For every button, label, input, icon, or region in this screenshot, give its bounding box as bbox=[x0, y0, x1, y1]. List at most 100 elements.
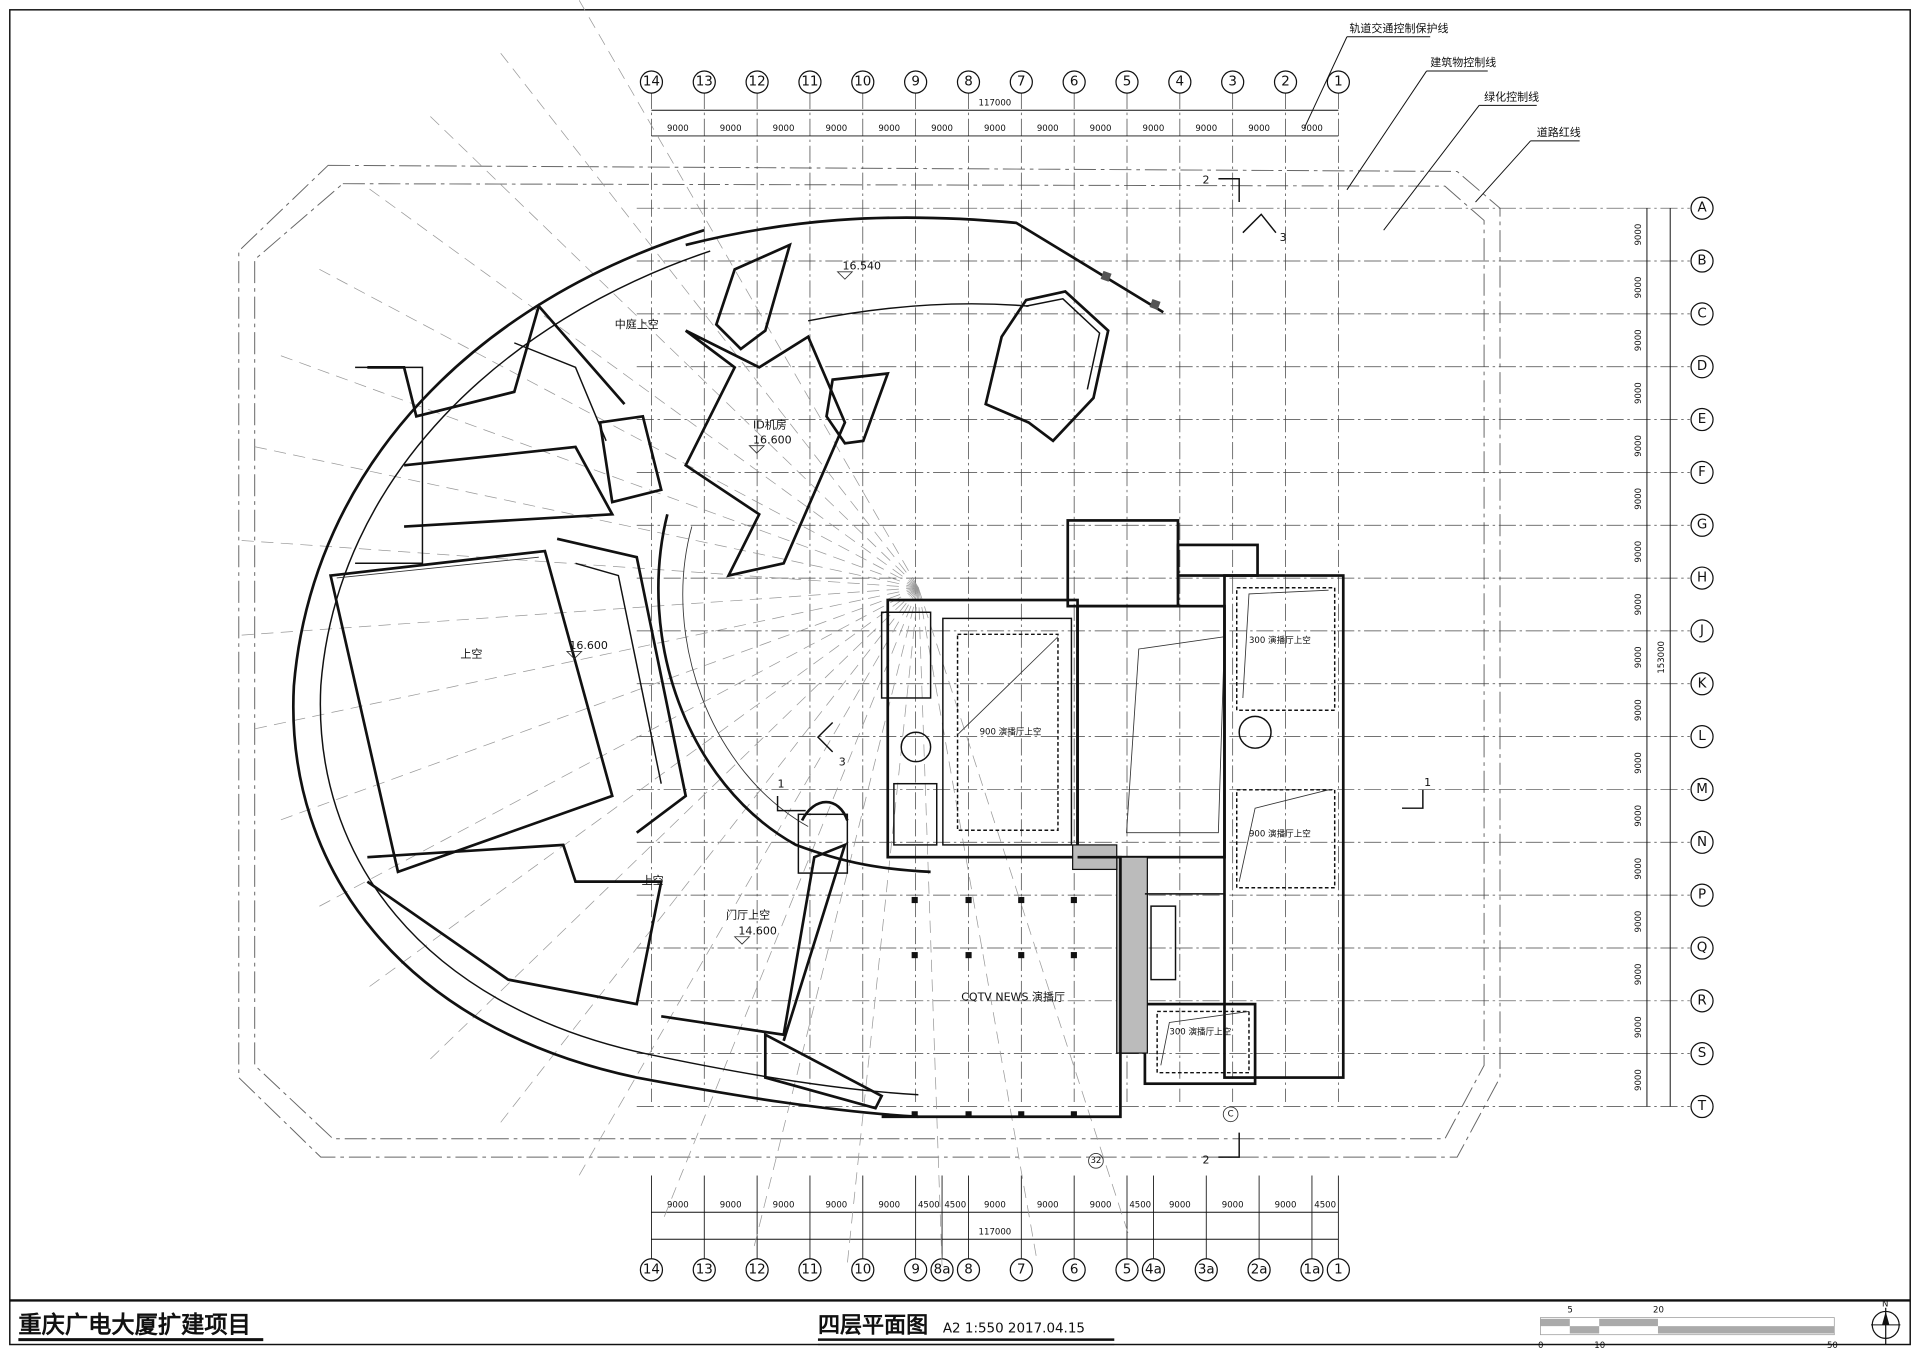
room-label-studio-900-b: 900 演播厅上空 bbox=[1249, 827, 1311, 839]
axis-bubble-row-H bbox=[1690, 566, 1714, 590]
bottom-total-dim: 117000 bbox=[979, 1227, 1012, 1237]
top-span-dim: 9000 bbox=[931, 124, 953, 134]
top-span-dim: 9000 bbox=[878, 124, 900, 134]
bottom-span-dim: 9000 bbox=[1169, 1200, 1191, 1210]
axis-label-col-5: 5 bbox=[1123, 75, 1132, 90]
axis-label-bottom-8: 8 bbox=[964, 1262, 973, 1277]
project-name: 重庆广电大厦扩建项目 bbox=[18, 1311, 251, 1338]
axis-label-col-11: 11 bbox=[801, 75, 818, 90]
axis-label-row-C: C bbox=[1697, 306, 1706, 321]
axis-bubble-bottom-1 bbox=[1326, 1258, 1350, 1282]
room-label-lobby-void: 门厅上空 bbox=[726, 907, 770, 921]
bottom-span-dim: 9000 bbox=[1037, 1200, 1059, 1210]
structural-column bbox=[911, 952, 918, 959]
axis-bubble-bottom-14 bbox=[639, 1258, 664, 1282]
scale-label-10: 10 bbox=[1594, 1341, 1605, 1351]
right-span-dim: 9000 bbox=[1634, 1016, 1644, 1038]
marker-square bbox=[1149, 298, 1161, 310]
bottom-span-dim: 9000 bbox=[773, 1200, 795, 1210]
axis-bubble-row-A bbox=[1690, 196, 1714, 220]
section-marks bbox=[776, 178, 1424, 1158]
level-mark-roof: 16.540 bbox=[842, 259, 881, 272]
top-span-dim: 9000 bbox=[773, 124, 795, 134]
axis-bubble-row-G bbox=[1690, 513, 1714, 537]
marker-square bbox=[1100, 270, 1112, 282]
right-span-dim: 9000 bbox=[1634, 277, 1644, 299]
north-label: N bbox=[1882, 1300, 1888, 1310]
axis-bubble-row-K bbox=[1690, 672, 1714, 696]
radial-guide-line bbox=[918, 587, 943, 1274]
axis-bubble-col-10 bbox=[851, 70, 875, 94]
axis-label-bottom-9: 9 bbox=[911, 1262, 920, 1277]
scale-label-5: 5 bbox=[1567, 1306, 1572, 1316]
radial-guide-line bbox=[273, 352, 919, 589]
axis-bubble-col-4 bbox=[1168, 70, 1192, 94]
right-span-dim: 9000 bbox=[1634, 752, 1644, 774]
axis-bubble-row-L bbox=[1690, 724, 1714, 749]
bottom-span-dim: 9000 bbox=[1222, 1200, 1244, 1210]
room-label-hall-void: 上空 bbox=[460, 647, 482, 661]
detail-mark-c: C bbox=[1228, 1109, 1234, 1119]
structural-column bbox=[965, 1111, 972, 1118]
axis-bubble-row-N bbox=[1690, 830, 1714, 854]
axis-label-bottom-7: 7 bbox=[1017, 1262, 1026, 1277]
axis-label-bottom-13: 13 bbox=[696, 1262, 713, 1277]
radial-guide-line bbox=[846, 587, 919, 1270]
axis-label-col-1: 1 bbox=[1334, 75, 1343, 90]
axis-bubble-row-T bbox=[1690, 1094, 1714, 1119]
bottom-span-dim: 4500 bbox=[1314, 1200, 1336, 1210]
radial-guide-line bbox=[312, 587, 919, 911]
axis-bubble-col-13 bbox=[692, 70, 716, 94]
detail-mark-32-circle bbox=[1088, 1153, 1104, 1169]
bottom-span-dim: 9000 bbox=[1090, 1200, 1112, 1210]
top-span-dim: 9000 bbox=[984, 124, 1006, 134]
room-label-idc: ID机房 bbox=[753, 418, 787, 432]
right-span-dim: 9000 bbox=[1634, 224, 1644, 246]
axis-label-col-10: 10 bbox=[854, 75, 871, 90]
bottom-span-dim: 9000 bbox=[878, 1200, 900, 1210]
level-triangle-icon bbox=[565, 651, 583, 660]
axis-bubble-row-Q bbox=[1690, 936, 1714, 960]
section-mark-2-bottom: 2 bbox=[1202, 1153, 1209, 1166]
axis-label-bottom-11: 11 bbox=[801, 1262, 818, 1277]
bottom-span-dim: 9000 bbox=[825, 1200, 847, 1210]
level-triangle-icon bbox=[748, 445, 766, 454]
axis-label-row-M: M bbox=[1696, 782, 1708, 797]
level-mark-idc: 16.600 bbox=[753, 433, 792, 446]
axis-bubble-bottom-5 bbox=[1115, 1258, 1139, 1282]
top-span-dim: 9000 bbox=[1143, 124, 1165, 134]
top-span-dim: 9000 bbox=[1248, 124, 1270, 134]
axis-label-row-N: N bbox=[1697, 835, 1707, 850]
room-label-atrium-void: 中庭上空 bbox=[615, 317, 659, 331]
axis-label-row-A: A bbox=[1697, 201, 1707, 216]
axis-label-bottom-10: 10 bbox=[854, 1262, 871, 1277]
corridor-strip bbox=[1116, 856, 1148, 1054]
axis-label-row-D: D bbox=[1697, 359, 1707, 374]
axis-bubble-row-J bbox=[1690, 619, 1714, 643]
axis-bubble-bottom-11 bbox=[798, 1258, 822, 1282]
bottom-span-dim: 9000 bbox=[984, 1200, 1006, 1210]
axis-bubble-bottom-3a bbox=[1194, 1258, 1218, 1282]
top-span-dim: 9000 bbox=[1037, 124, 1059, 134]
leader-label-green-control: 绿化控制线 bbox=[1484, 89, 1539, 103]
leader-label-building-control: 建筑物控制线 bbox=[1430, 55, 1496, 69]
axis-label-bottom-2a: 2a bbox=[1251, 1262, 1268, 1277]
axis-label-row-H: H bbox=[1697, 571, 1707, 586]
axis-bubble-row-D bbox=[1690, 355, 1714, 379]
axis-bubble-col-14 bbox=[639, 70, 664, 94]
section-mark-3-left: 3 bbox=[839, 755, 846, 768]
axis-bubble-col-9 bbox=[904, 70, 928, 94]
axis-label-row-F: F bbox=[1698, 465, 1706, 480]
axis-bubble-row-S bbox=[1690, 1042, 1714, 1066]
radial-guide-line bbox=[575, 587, 919, 1182]
north-arrow-icon: N bbox=[1871, 1300, 1901, 1345]
axis-bubble-col-3 bbox=[1221, 70, 1245, 94]
right-span-dim: 9000 bbox=[1634, 435, 1644, 457]
studio-block bbox=[880, 519, 1345, 1119]
right-span-dim: 9000 bbox=[1634, 488, 1644, 510]
axis-bubble-bottom-8 bbox=[956, 1258, 981, 1282]
axis-label-bottom-8a: 8a bbox=[934, 1262, 951, 1277]
radial-guide-line bbox=[661, 587, 919, 1224]
